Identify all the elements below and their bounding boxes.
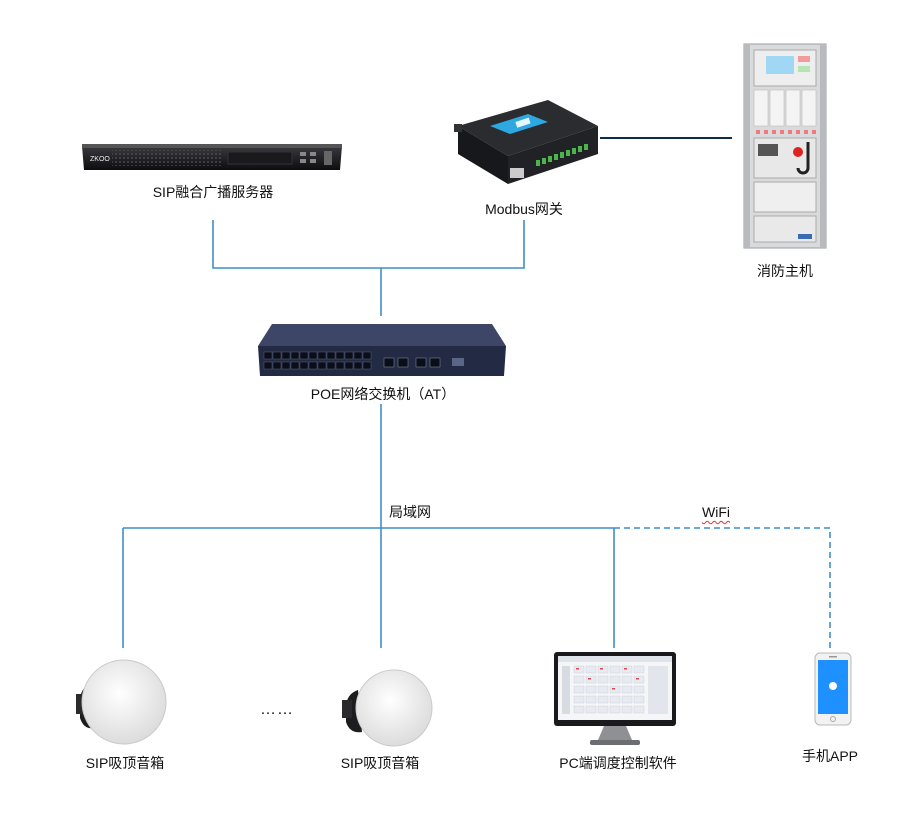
sip-server-label: SIP融合广播服务器 [152, 184, 274, 200]
wifi-label: WiFi [702, 504, 730, 520]
pc-software-label: PC端调度控制软件 [559, 755, 677, 771]
poe-switch-icon [258, 324, 506, 376]
speaker-2-label: SIP吸顶音箱 [340, 755, 420, 771]
modbus-gateway-icon [454, 100, 598, 184]
fire-host-label: 消防主机 [757, 263, 813, 279]
fire-host-cabinet-icon [743, 43, 827, 249]
modbus-gateway-label: Modbus网关 [485, 201, 563, 217]
ceiling-speaker-icon [342, 669, 433, 747]
server-to-switch-line [212, 220, 525, 269]
poe-switch-label: POE网络交换机（AT） [310, 386, 456, 402]
wifi-dashed-line [614, 527, 831, 648]
pc-monitor-icon [554, 652, 676, 745]
lan-label: 局域网 [389, 504, 431, 520]
rack-server-icon: ZKOO [82, 144, 342, 170]
server-brand-text: ZKOO [90, 156, 110, 163]
ceiling-speaker-icon [76, 659, 167, 745]
speaker-1-label: SIP吸顶音箱 [85, 755, 165, 771]
ellipsis-text: …… [260, 701, 294, 718]
mobile-app-label: 手机APP [801, 748, 859, 764]
mobile-phone-icon [814, 652, 852, 726]
